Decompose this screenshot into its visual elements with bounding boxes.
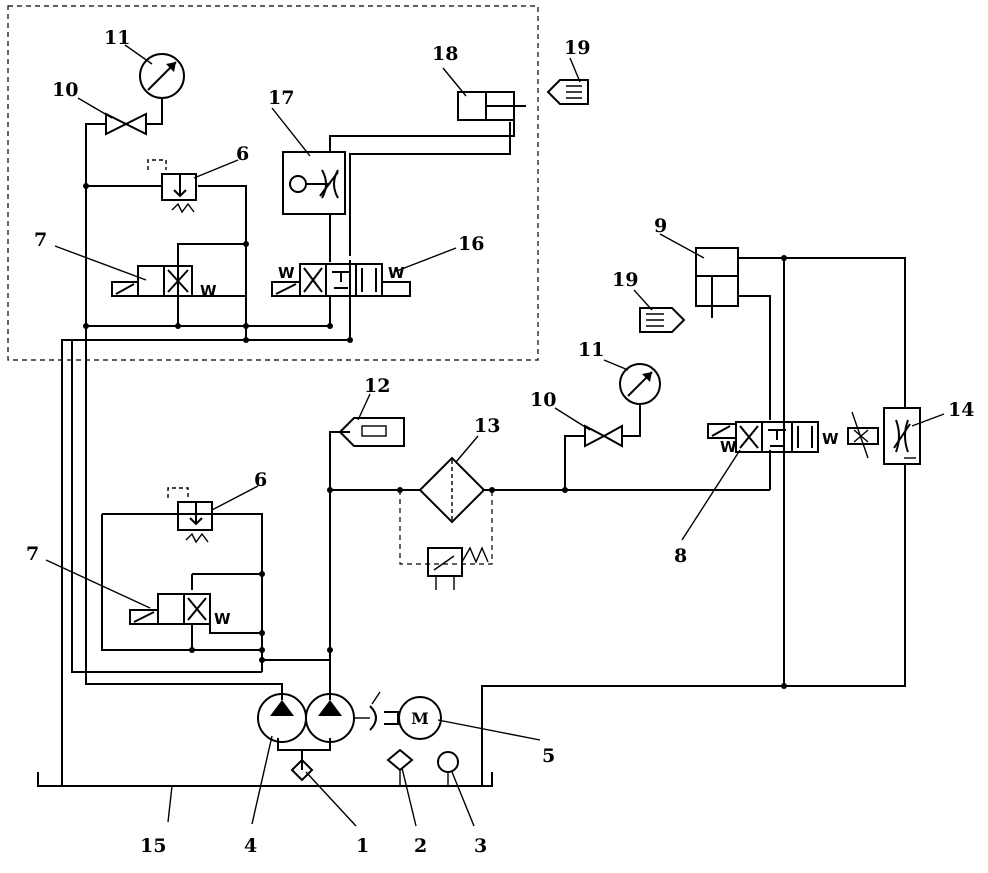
label-16: 16 <box>458 233 484 255</box>
label-5: 5 <box>542 745 555 767</box>
spring-mark-8-right: W <box>822 430 839 448</box>
pump-left <box>257 693 307 743</box>
label-12: 12 <box>364 375 390 397</box>
coupling <box>354 691 399 731</box>
spring-mark-7-upper: W <box>200 282 217 300</box>
level-gauge-3 <box>437 751 459 786</box>
spring-mark-16-right: W <box>388 264 405 282</box>
subassembly-boundary <box>7 5 539 361</box>
relief-valve-upper <box>147 159 197 214</box>
piping-upper <box>85 100 515 341</box>
sensor-19-upper <box>546 79 589 105</box>
label-7-upper: 7 <box>34 229 47 251</box>
pressure-gauge-upper <box>139 53 185 100</box>
label-10-lower: 10 <box>530 389 556 411</box>
label-2: 2 <box>414 835 427 857</box>
spring-mark-8-left: W <box>720 438 737 456</box>
label-11-upper: 11 <box>104 27 130 49</box>
motor-label: M <box>411 709 429 728</box>
directional-valve-upper <box>271 263 411 297</box>
sensor-19-lower <box>639 307 686 333</box>
air-breather-2 <box>386 748 414 786</box>
label-15: 15 <box>140 835 166 857</box>
label-3: 3 <box>474 835 487 857</box>
junction-dots <box>83 183 787 689</box>
label-4: 4 <box>244 835 257 857</box>
tank <box>37 772 493 787</box>
spring-mark-7-lower: W <box>214 610 231 628</box>
throttle-check-valve <box>282 151 346 215</box>
label-14: 14 <box>948 399 974 421</box>
label-17: 17 <box>268 87 294 109</box>
pump-right <box>305 693 355 743</box>
filter-13 <box>399 456 493 590</box>
leader-lines <box>45 44 945 827</box>
spring-mark-16-left: W <box>278 264 295 282</box>
piping-lower <box>61 257 906 786</box>
shutoff-valve-upper <box>105 112 147 136</box>
suction-filter-1 <box>290 758 314 782</box>
cylinder-upper <box>457 91 526 121</box>
label-6-upper: 6 <box>236 143 249 165</box>
label-6-lower: 6 <box>254 469 267 491</box>
shutoff-valve-lower <box>584 424 623 448</box>
directional-valve-8 <box>707 421 819 453</box>
solenoid-valve-upper <box>111 265 193 297</box>
cylinder-9 <box>695 247 739 318</box>
solenoid-valve-lower <box>129 593 211 625</box>
throttle-valve-14 <box>847 407 921 465</box>
pressure-gauge-lower <box>619 363 661 405</box>
label-1: 1 <box>356 835 369 857</box>
relief-valve-lower <box>167 487 213 544</box>
label-8: 8 <box>674 545 687 567</box>
label-11-lower: 11 <box>578 339 604 361</box>
label-10-upper: 10 <box>52 79 78 101</box>
label-19-lower: 19 <box>612 269 638 291</box>
label-18: 18 <box>432 43 458 65</box>
label-9: 9 <box>654 215 667 237</box>
electric-motor: M <box>398 696 442 740</box>
label-13: 13 <box>474 415 500 437</box>
label-7-lower: 7 <box>26 543 39 565</box>
pressure-sensor-12 <box>338 417 405 447</box>
label-19-upper: 19 <box>564 37 590 59</box>
